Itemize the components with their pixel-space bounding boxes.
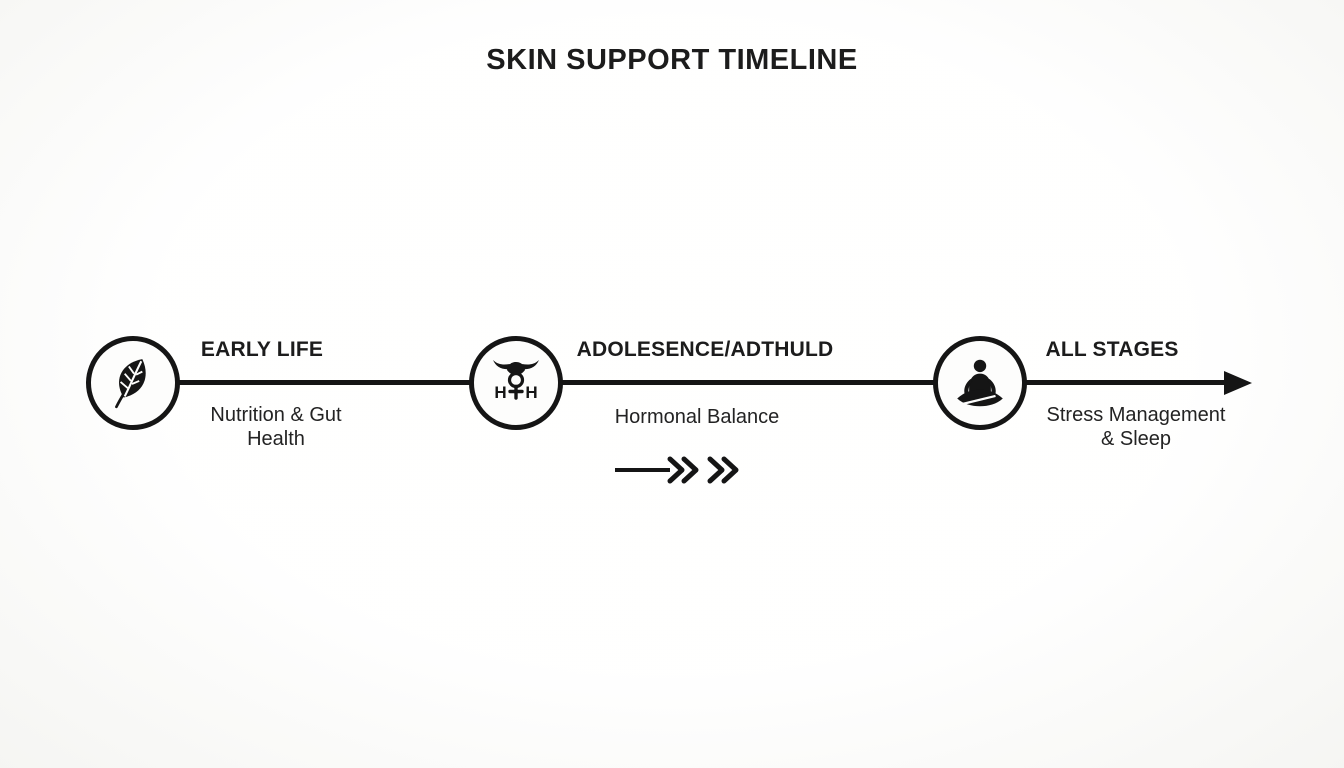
stage-label-adolescence: ADOLESENCE/ADTHULD [576, 338, 834, 361]
stage-label-early-life: EARLY LIFE [200, 338, 324, 361]
page-title: SKIN SUPPORT TIMELINE [486, 44, 858, 76]
progress-arrow-icon [615, 456, 739, 484]
timeline-node-early-life [86, 336, 180, 430]
timeline-arrowhead-icon [1224, 371, 1252, 395]
leaf-icon [115, 359, 146, 409]
stage-description-all-stages: Stress Management & Sleep [1046, 404, 1226, 450]
timeline-node-all-stages [933, 336, 1027, 430]
hormone-icon: H H [493, 360, 539, 402]
stage-description-adolescence: Hormonal Balance [614, 406, 780, 428]
timeline-line [133, 380, 1226, 385]
meditation-icon [957, 359, 1003, 407]
hormone-letter-right: H [525, 383, 537, 402]
stage-description-early-life: Nutrition & Gut Health [210, 404, 342, 450]
hormone-letter-left: H [494, 383, 506, 402]
timeline-node-adolescence: H H [469, 336, 563, 430]
stage-label-all-stages: ALL STAGES [1045, 338, 1179, 361]
